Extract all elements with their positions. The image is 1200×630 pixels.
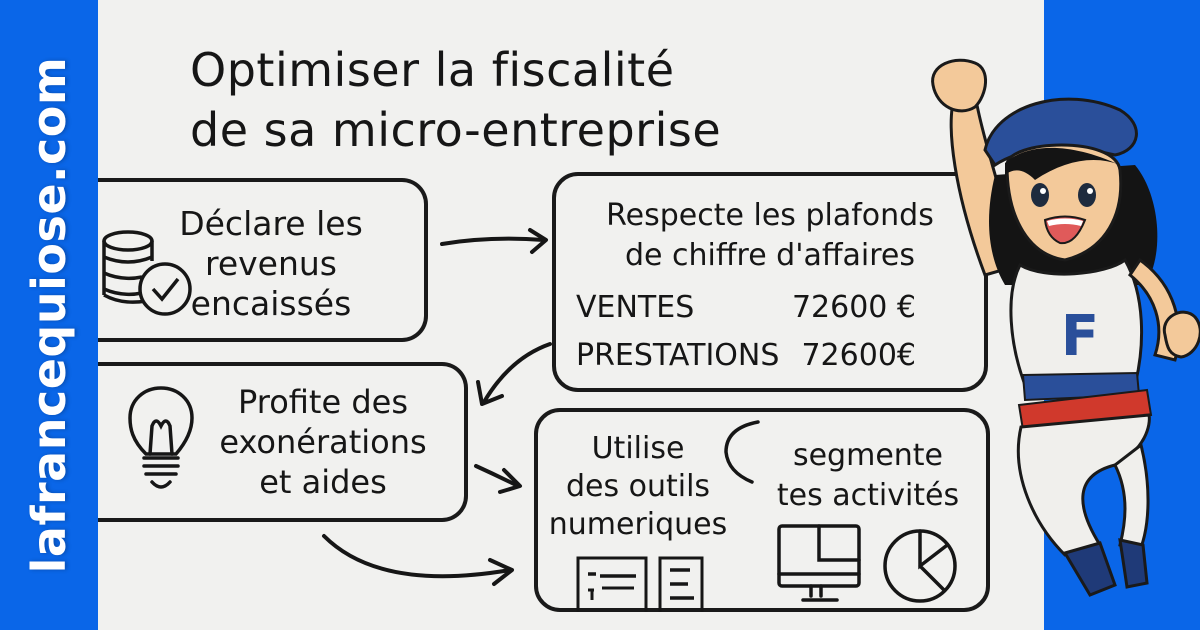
- page-title: Optimiser la fiscalité de sa micro-entre…: [190, 40, 721, 160]
- step-exonerations-text: Profite des exonérations et aides: [203, 382, 443, 502]
- left-brand-band: lafrancequiose.com: [0, 0, 98, 630]
- step-declare-text: Déclare les revenus encaissés: [146, 204, 396, 324]
- arrow-curved-bottom-icon: [322, 534, 514, 586]
- step-line: tes activités: [776, 478, 960, 513]
- pie-chart-icon: [883, 529, 957, 603]
- plafond-label: VENTES: [576, 290, 695, 325]
- list-document-icon: [658, 556, 704, 612]
- shirt-letter: F: [1061, 304, 1099, 369]
- plafond-value: 72600 €: [791, 290, 916, 325]
- heading-line: Respecte les plafonds: [606, 198, 934, 233]
- step-line: et aides: [259, 463, 387, 501]
- coins-check-icon: [102, 230, 192, 316]
- bracket-divider: [724, 420, 760, 484]
- step-plafonds-box: Respecte les plafonds de chiffre d'affai…: [552, 172, 988, 392]
- mascot-character: F: [931, 58, 1200, 597]
- document-icon: [576, 556, 648, 612]
- lightbulb-icon: [128, 386, 194, 489]
- heading-line: de chiffre d'affaires: [624, 238, 916, 273]
- step-line: numeriques: [548, 507, 728, 542]
- step-outils-box: Utilise des outils numeriques segmente t…: [534, 408, 990, 612]
- step-declare-line: Déclare les: [179, 204, 363, 243]
- step-outils-text: Utilise des outils numeriques: [548, 430, 728, 544]
- step-line: Profite des: [238, 383, 408, 421]
- title-line-2: de sa micro-entreprise: [190, 103, 722, 157]
- plafond-value: 72600€: [801, 338, 916, 373]
- step-exonerations-box: Profite des exonérations et aides: [98, 362, 468, 522]
- paper-canvas: [98, 0, 1044, 630]
- site-label: lafrancequiose.com: [22, 56, 76, 574]
- step-declare-box: Déclare les revenus encaissés: [98, 178, 428, 342]
- step-segmente-text: segmente tes activités: [748, 436, 988, 516]
- title-line-1: Optimiser la fiscalité: [190, 43, 675, 97]
- plafond-label: PRESTATIONS: [576, 338, 780, 373]
- step-declare-line: encaissés: [190, 284, 352, 323]
- arrow-curved-icon: [476, 342, 552, 406]
- step-line: des outils: [565, 469, 711, 504]
- arrow-right-small-icon: [474, 464, 522, 494]
- step-line: Utilise: [591, 431, 685, 466]
- arrow-right-icon: [440, 228, 548, 254]
- step-declare-line: revenus: [205, 244, 337, 283]
- monitor-icon: [777, 524, 861, 602]
- step-line: segmente: [792, 438, 944, 473]
- step-plafonds-heading: Respecte les plafonds de chiffre d'affai…: [556, 196, 984, 276]
- step-line: exonérations: [219, 423, 427, 461]
